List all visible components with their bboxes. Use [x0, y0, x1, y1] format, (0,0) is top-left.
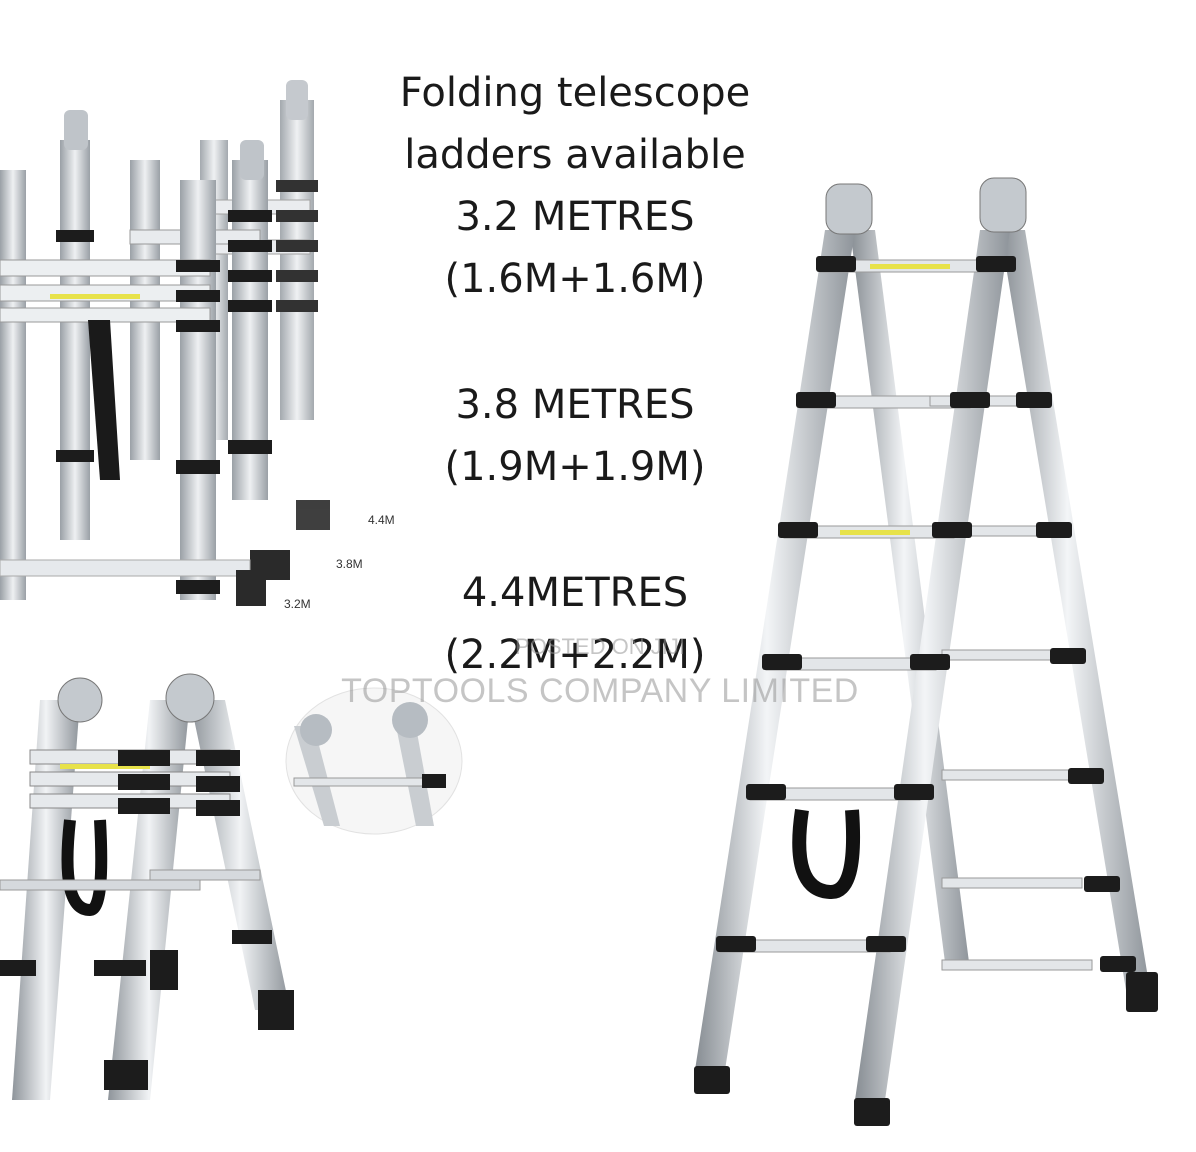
option-4-4-split: (2.2M+2.2M) — [444, 632, 706, 678]
watermark-small: POSTED ON JIJI — [515, 634, 685, 659]
headline: Folding telescope ladders available — [310, 62, 840, 186]
size-tag-3-2m: 3.2M — [284, 597, 311, 611]
size-tag-3-8m: 3.8M — [336, 557, 363, 571]
option-3-2-length: 3.2 METRES — [455, 194, 695, 240]
watermark-company: TOPTOOLS COMPANY LIMITED — [341, 672, 859, 710]
option-3-2-split: (1.6M+1.6M) — [444, 256, 706, 302]
extended-ladder-image — [694, 177, 1158, 1126]
option-3-8-split: (1.9M+1.9M) — [444, 444, 706, 490]
size-tag-4-4m: 4.4M — [368, 513, 395, 527]
headline-line-2: ladders available — [404, 132, 746, 178]
headline-line-1: Folding telescope — [399, 70, 751, 116]
folded-ladders-group-image — [0, 80, 330, 606]
option-4-4-length: 4.4METRES — [461, 570, 689, 616]
option-3-8-length: 3.8 METRES — [455, 382, 695, 428]
hinge-detail-inset-image — [285, 687, 463, 835]
compact-a-frame-ladder-image — [0, 673, 294, 1100]
